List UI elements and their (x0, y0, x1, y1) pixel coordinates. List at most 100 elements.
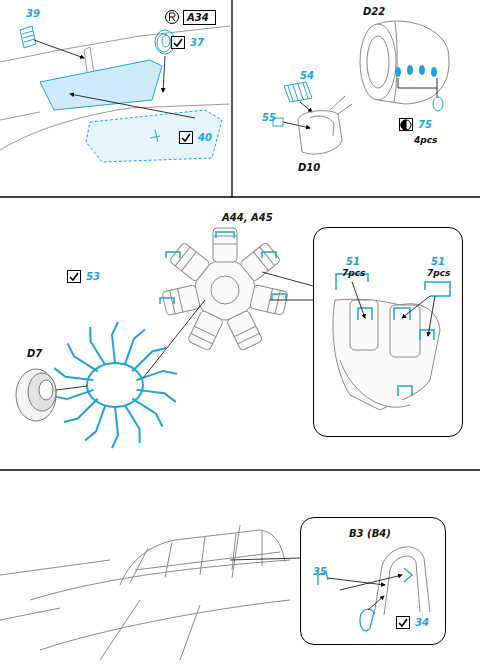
engine-drawing (194, 326, 216, 336)
grille-part (303, 83, 308, 98)
ignition-harness (53, 322, 177, 448)
aircraft-drawing (0, 525, 290, 660)
callout-number: 40 (198, 132, 212, 143)
callout-number: 55 (262, 112, 276, 123)
callout-number: 51 (431, 256, 445, 267)
rocker-bracket (262, 252, 276, 258)
callout-box: 754pcs (399, 118, 413, 131)
flap-part (155, 130, 158, 142)
leader-line (262, 272, 313, 286)
ignition-harness (85, 327, 108, 367)
rocker-bracket (160, 232, 286, 304)
engine-detail (390, 305, 420, 357)
engine-drawing (211, 276, 239, 304)
engine-drawing (162, 285, 201, 316)
leader-line (340, 575, 402, 590)
grille-part (293, 85, 298, 100)
leader-line (368, 596, 384, 610)
frame-drawing (374, 547, 430, 615)
ignition-harness (136, 387, 177, 402)
ignition-harness (112, 322, 118, 363)
leader-line (283, 122, 310, 128)
callout-box: 40 (179, 131, 193, 144)
engine-drawing (234, 326, 256, 336)
check-icon (172, 37, 184, 48)
rocker-bracket (336, 274, 450, 396)
ignition-harness (64, 396, 100, 426)
ignition-harness (112, 322, 118, 363)
panel-divider (0, 469, 480, 470)
d7-drawing (39, 380, 53, 400)
cowling-drawing (394, 22, 397, 102)
callout-number: 34 (415, 617, 429, 628)
coil-part (162, 35, 170, 47)
frame-part (404, 568, 412, 582)
engine-drawing (239, 242, 281, 282)
vent-part (407, 65, 413, 75)
leader-line (70, 94, 195, 118)
frame-drawing (384, 556, 420, 615)
strip-part (23, 35, 34, 38)
rocker-bracket (420, 330, 434, 340)
callout-box: 34 (396, 616, 410, 629)
ignition-harness (64, 396, 100, 426)
callout-number: 75 (418, 119, 432, 130)
leader-line (56, 272, 313, 390)
engine-drawing (213, 244, 237, 245)
engine-drawing (191, 334, 213, 344)
callout-number: 35 (313, 566, 327, 577)
ignition-harness (85, 404, 108, 444)
d7-drawing (16, 369, 56, 421)
remove-symbol (166, 11, 179, 24)
leader-line (398, 88, 437, 89)
cowling-drawing (378, 21, 449, 104)
leader-line (283, 78, 437, 128)
engine-detail (333, 299, 440, 410)
ignition-harness (112, 407, 118, 448)
part-name: D22 (363, 6, 385, 17)
ignition-harness (85, 327, 108, 367)
check-icon (397, 617, 409, 628)
callout-box: 53 (67, 270, 81, 283)
wing-drawing (0, 112, 40, 120)
d10-drawing (298, 96, 352, 154)
engine-drawing (187, 310, 223, 351)
rocker-bracket (272, 294, 286, 300)
remove-symbol (166, 11, 179, 24)
flap-part (40, 60, 162, 110)
engine-drawing (169, 242, 211, 282)
frame-part (360, 609, 374, 631)
strip-part (24, 39, 35, 42)
remove-symbol (170, 13, 176, 21)
d7-drawing (16, 369, 56, 421)
grille-part (284, 82, 312, 102)
cowling-drawing (367, 36, 389, 88)
vent-part (433, 97, 443, 111)
bend-icon (400, 119, 412, 130)
check-icon (68, 271, 80, 282)
ignition-harness (122, 404, 145, 444)
check-icon (70, 273, 78, 280)
coil-part (157, 34, 171, 52)
check-icon (182, 134, 190, 141)
quantity-label: 7pcs (427, 268, 450, 279)
bend-icon (401, 120, 411, 130)
engine-drawing (177, 289, 182, 312)
detail-inset: 517pcs517pcs (313, 227, 463, 437)
leader-line (352, 282, 435, 336)
engine-detail (340, 360, 410, 407)
engine-drawing (187, 310, 223, 351)
part-name: B3 (B4) (349, 528, 391, 539)
rocker-bracket (216, 232, 234, 238)
callout-number: 51 (346, 256, 360, 267)
ignition-harness (53, 387, 94, 402)
engine-drawing (238, 333, 260, 343)
ignition-harness (122, 404, 145, 444)
engine-drawing (213, 228, 237, 262)
flap-part (150, 136, 160, 138)
wing-drawing (0, 26, 230, 62)
engine-detail (333, 299, 440, 410)
callout-number: 39 (26, 8, 40, 19)
rocker-bracket (398, 386, 412, 396)
